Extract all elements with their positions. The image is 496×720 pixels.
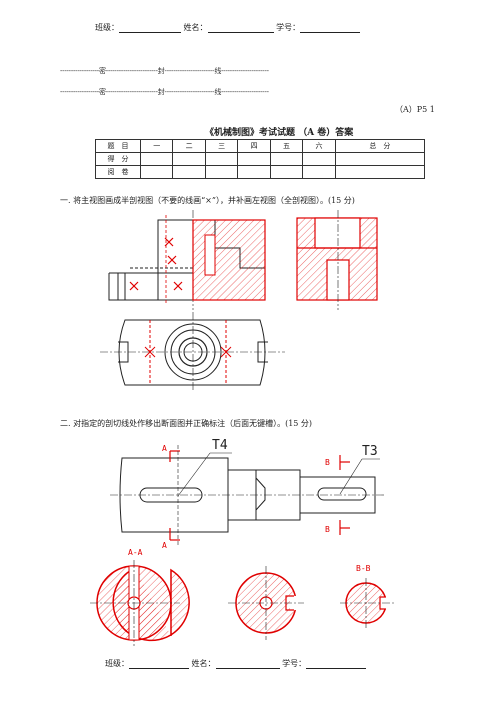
class-blank	[129, 659, 189, 669]
id-label: 学号：	[282, 659, 307, 668]
cross-marks	[129, 237, 183, 291]
name-label: 姓名：	[183, 23, 208, 32]
class-blank	[119, 23, 181, 33]
question-1: 一. 将主视图画成半剖视图（不要的线画“×”），并补画左视图（全剖视图）。(15…	[60, 196, 355, 205]
student-info-header: 班级： 姓名： 学号：	[95, 22, 361, 33]
page-code: （A）P5 1	[395, 105, 435, 114]
name-label: 姓名：	[191, 659, 216, 668]
exam-title: 《机械制图》考试试题 （A 卷）答案	[205, 128, 354, 138]
score-cell[interactable]	[334, 165, 426, 179]
id-blank	[306, 659, 367, 669]
score-table-header: 题 目 一 二 三 四 五 六 总 分	[95, 139, 426, 153]
id-label: 学号：	[276, 23, 301, 32]
top-view	[100, 312, 285, 392]
score-table: 题 目 一 二 三 四 五 六 总 分 得 分 阅 卷	[95, 139, 426, 179]
question-2: 二. 对指定的剖切线处作移出断面图并正确标注（后面无键槽）。(15 分)	[60, 419, 313, 428]
left-view	[296, 210, 378, 310]
class-label: 班级：	[95, 23, 119, 32]
score-cell[interactable]	[302, 165, 336, 179]
front-section-hatch	[192, 219, 266, 301]
class-label: 班级：	[105, 659, 129, 668]
name-blank	[215, 659, 280, 669]
id-blank	[300, 23, 361, 33]
score-row: 阅 卷	[95, 165, 426, 179]
seal-line-1: ------------------密---------------------…	[60, 67, 269, 75]
seal-line-2: ------------------密---------------------…	[60, 88, 269, 96]
name-blank	[207, 23, 274, 33]
student-info-footer: 班级： 姓名： 学号：	[105, 658, 367, 669]
score-row: 得 分	[95, 152, 426, 166]
